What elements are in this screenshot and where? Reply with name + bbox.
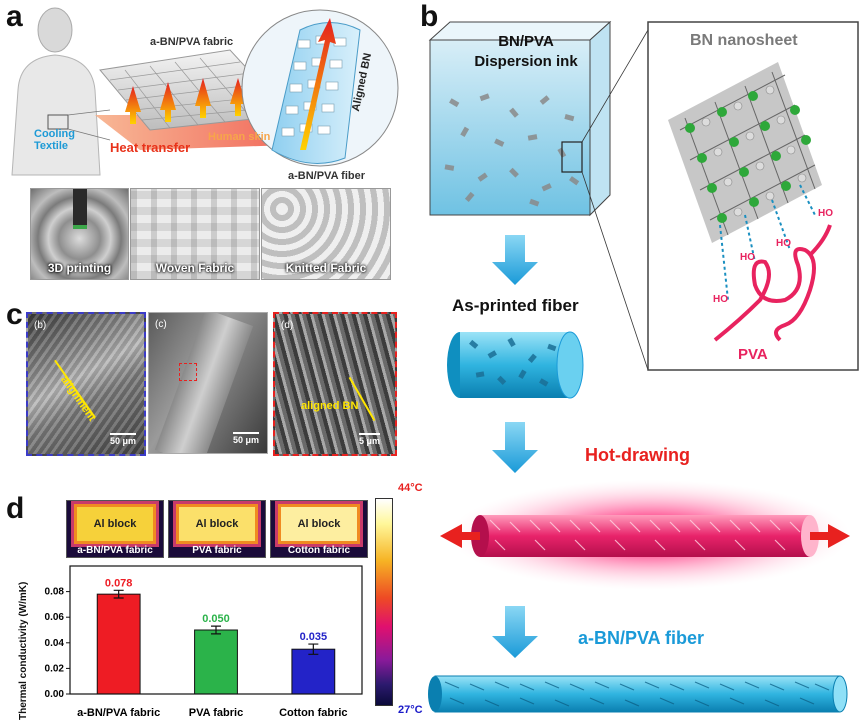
y-tick-label: 0.06: [45, 612, 65, 623]
y-tick-label: 0.00: [45, 689, 65, 700]
panel-b-letter: b: [420, 0, 439, 33]
nanosheet: [668, 62, 822, 243]
skin-label: Human skin: [208, 131, 271, 143]
photo-label-woven-fabric: Woven Fabric: [155, 261, 235, 275]
photo-3d-printing: 3D printing: [30, 188, 129, 280]
zoom-region-marker: [179, 363, 197, 381]
down-arrow-3: [492, 606, 538, 658]
down-arrow-1: [492, 235, 538, 285]
panel-d-letter: d: [6, 492, 25, 525]
nanosheet-label: BN nanosheet: [690, 32, 798, 49]
aligned-bn-arrow: [348, 376, 376, 422]
y-tick-label: 0.08: [45, 587, 65, 598]
error-bar-2: [211, 625, 221, 635]
aligned-bn-sem-label: aligned BN: [301, 400, 359, 412]
ir-caption-1: a-BN/PVA fabric: [77, 545, 153, 556]
sem-tag-c: (c): [155, 319, 167, 330]
heat-transfer-label: Heat transfer: [110, 140, 191, 155]
pva-chain: [713, 247, 816, 342]
bar-1: [96, 593, 141, 695]
person-head: [37, 7, 73, 53]
zoom-source-box: [47, 114, 69, 130]
skin-layer: [95, 115, 290, 150]
ir-image-abn-pva: Al block a-BN/PVA fabric: [66, 500, 164, 558]
ho-label-3: HO: [776, 238, 791, 249]
hot-drawing-fiber: [480, 515, 810, 557]
chart-frame: [69, 565, 363, 695]
panel-c-letter: c: [6, 298, 23, 331]
x-axis-categories: a-BN/PVA fabric PVA fabric Cotton fabric: [77, 707, 347, 719]
final-fiber-label: a-BN/PVA fiber: [578, 628, 705, 648]
heat-flow-arrow: [300, 18, 336, 150]
as-printed-fiber: [460, 332, 570, 398]
y-tick-label: 0.04: [45, 638, 65, 649]
scalebar-d: 5 μm: [359, 433, 381, 446]
value-label-2: 0.050: [202, 613, 230, 625]
photo-label-3d-printing: 3D printing: [47, 261, 112, 275]
sem-tag-b: (b): [34, 320, 47, 331]
sem-tag-d: (d): [281, 320, 294, 331]
down-arrow-2: [492, 422, 538, 473]
ir-caption-3: Cotton fabric: [287, 545, 351, 556]
zoom-region-box: [561, 141, 583, 173]
ir-image-pva: Al block PVA fabric: [168, 500, 266, 558]
al-block-2: Al block: [179, 507, 255, 541]
final-fiber: [434, 675, 841, 713]
category-label-1: a-BN/PVA fabric: [77, 707, 160, 719]
photo-label-knitted-fabric: Knitted Fabric: [285, 261, 367, 275]
sem-image-c: (c) 50 μm: [148, 312, 268, 454]
process-illustration: [428, 20, 859, 713]
cooling-textile-label: Cooling Textile: [34, 128, 75, 152]
error-bar-3: [308, 643, 319, 655]
ink-label: BN/PVA Dispersion ink: [474, 33, 578, 70]
ink-tank-front: [429, 39, 591, 216]
value-label-1: 0.078: [105, 577, 133, 589]
temperature-colorbar: [375, 498, 393, 706]
sem-image-d: (d) aligned BN 5 μm: [273, 312, 397, 456]
scalebar-c: 50 μm: [233, 432, 260, 445]
cooling-textile-illustration: [11, 7, 399, 176]
ir-image-cotton: Al block Cotton fabric: [270, 500, 368, 558]
ink-tank-side: [589, 20, 611, 217]
y-tick-label: 0.02: [45, 663, 65, 674]
y-axis-ticks: 0.00 0.02 0.04 0.06 0.08: [45, 587, 70, 700]
nozzle: [73, 189, 87, 229]
ho-label-1: HO: [713, 294, 728, 305]
sem-image-b: (b) alignment 50 μm: [26, 312, 146, 456]
photo-knitted-fabric: Knitted Fabric: [261, 188, 391, 280]
value-label-3: 0.035: [300, 631, 328, 643]
scalebar-b: 50 μm: [110, 433, 137, 446]
colorbar-max-label: 44°C: [398, 482, 423, 494]
thermal-conductivity-chart: Thermal conductivity (W/mK) 0.00 0.02 0.04…: [18, 565, 363, 720]
ho-label-4: HO: [818, 208, 833, 219]
fiber-label: a-BN/PVA fiber: [288, 170, 366, 182]
panel-a-letter: a: [6, 0, 23, 33]
al-block-3: Al block: [281, 507, 357, 541]
y-axis-label: Thermal conductivity (W/mK): [18, 582, 29, 720]
al-block-1: Al block: [77, 507, 153, 541]
stretch-arrow-left: [440, 524, 480, 548]
fabric-label: a-BN/PVA fabric: [150, 36, 234, 48]
colorbar-min-label: 27°C: [398, 704, 423, 716]
bar-3: [291, 648, 336, 695]
ir-caption-2: PVA fabric: [192, 545, 242, 556]
ho-label-2: HO: [740, 252, 755, 263]
photo-woven-fabric: Woven Fabric: [130, 188, 260, 280]
category-label-3: Cotton fabric: [279, 707, 347, 719]
as-printed-label: As-printed fiber: [452, 296, 579, 315]
category-label-2: PVA fabric: [189, 707, 243, 719]
bar-2: [194, 629, 238, 695]
chart-bars: 0.078 0.050 0.035: [96, 577, 336, 695]
stretch-arrow-right: [810, 524, 850, 548]
hot-drawing-label: Hot-drawing: [585, 445, 690, 465]
error-bar-1: [113, 589, 124, 599]
pva-label: PVA: [738, 346, 768, 363]
